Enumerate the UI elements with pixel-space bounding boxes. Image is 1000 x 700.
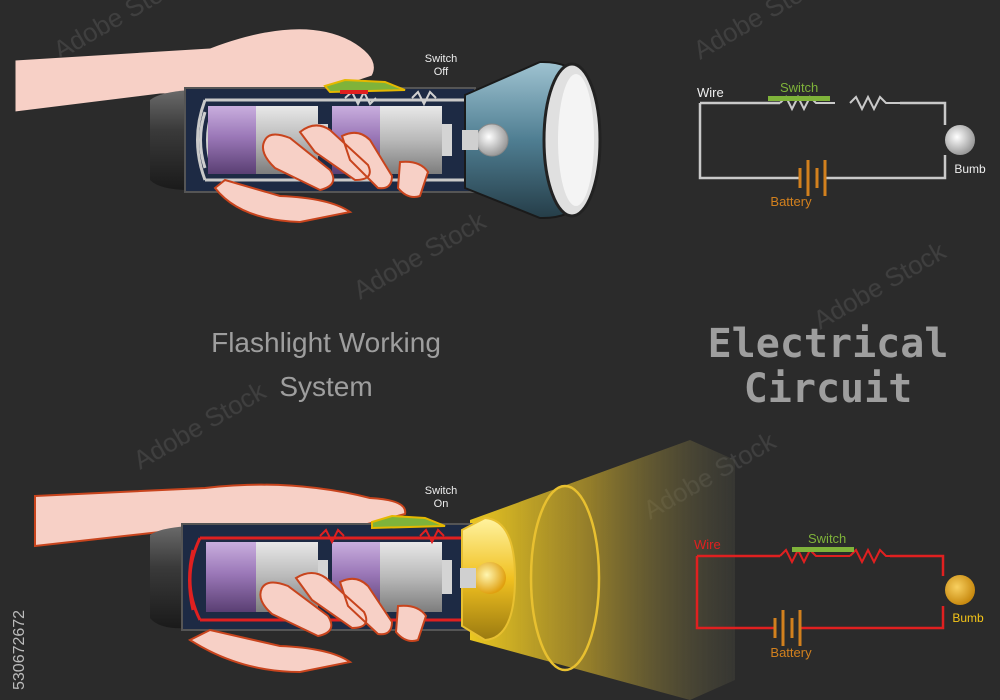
circuit-on-bulb [945,575,975,605]
circuit-off-wire [698,101,947,180]
switch-on [371,514,446,530]
fingers [213,124,430,224]
circuit-off-switch-bar [768,96,830,101]
circuit-on-battery-label: Battery [770,645,812,660]
battery-2-grey [380,542,442,612]
bulb-socket [460,568,476,588]
circuit-on: Wire Switch Battery Bumb [694,531,984,660]
circuit-title-line2: Circuit [744,366,913,412]
circuit-on-switch-label: Switch [808,531,846,546]
circuit-off-bulb [945,125,975,155]
circuit-on-battery [773,610,802,646]
battery-1-purple [206,542,256,612]
circuit-on-wire-label: Wire [694,537,721,552]
circuit-off-battery [798,160,827,196]
light-beam [470,440,735,700]
watermark-text: Adobe Stock [128,375,272,475]
circuit-off: Wire Switch Battery Bumb [697,80,986,209]
switch-off [323,78,406,94]
stock-id: 530672672 [11,610,28,690]
circuit-off-resistor-2 [849,94,900,112]
fingers [187,572,428,674]
switch-on-label-line1: Switch [425,485,457,497]
flashlight-off: Switch Off [14,28,602,224]
circuit-on-switch-bar [792,547,854,552]
circuit-off-wire-label: Wire [697,85,724,100]
beam-outer-ring [529,484,601,672]
watermark-text: Adobe Stock [688,0,832,65]
battery-2-tip [442,560,452,594]
switch-off-contact [340,90,368,94]
contact-zigzag [319,528,445,545]
lens-inner [558,74,594,206]
battery-1-purple [208,106,256,174]
bulb-socket [462,130,478,150]
battery-2-tip [442,124,452,156]
switch-off-label-line1: Switch [425,53,457,65]
bulb-off [475,123,509,157]
main-title-line1: Flashlight Working [211,327,441,358]
tail-cap [150,526,188,629]
switch-on-label-line2: On [434,498,449,510]
circuit-off-battery-label: Battery [770,194,812,209]
circuit-off-switch-label: Switch [780,80,818,95]
hand-back [14,28,375,113]
circuit-on-wire [695,554,945,630]
circuit-on-resistor-2 [849,547,890,565]
flashlight-on: Switch On [34,440,735,700]
circuit-off-bulb-label: Bumb [954,162,986,176]
circuit-on-resistor-1 [779,547,850,565]
main-title-line2: System [279,371,372,402]
watermark-text: Adobe Stock [348,205,492,305]
bulb-on [474,562,506,594]
circuit-title-line1: Electrical [708,321,949,367]
switch-off-label-line2: Off [434,66,449,78]
hand-back [34,483,407,548]
circuit-on-bulb-label: Bumb [952,611,984,625]
tail-cap [150,90,190,190]
